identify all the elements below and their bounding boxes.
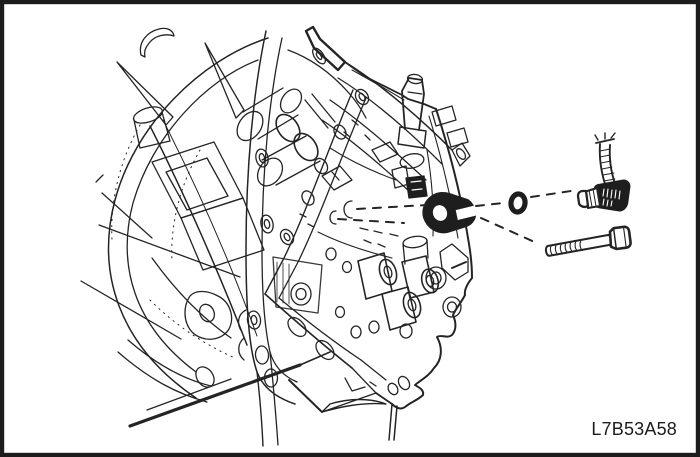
speed-sensor (576, 132, 631, 212)
bolt (544, 225, 632, 257)
transaxle-case (80, 27, 331, 428)
o-ring (508, 191, 528, 215)
figure-code-label: L7B53A58 (591, 419, 677, 439)
control-valve-body (264, 61, 473, 441)
sensor-bracket (422, 191, 480, 234)
